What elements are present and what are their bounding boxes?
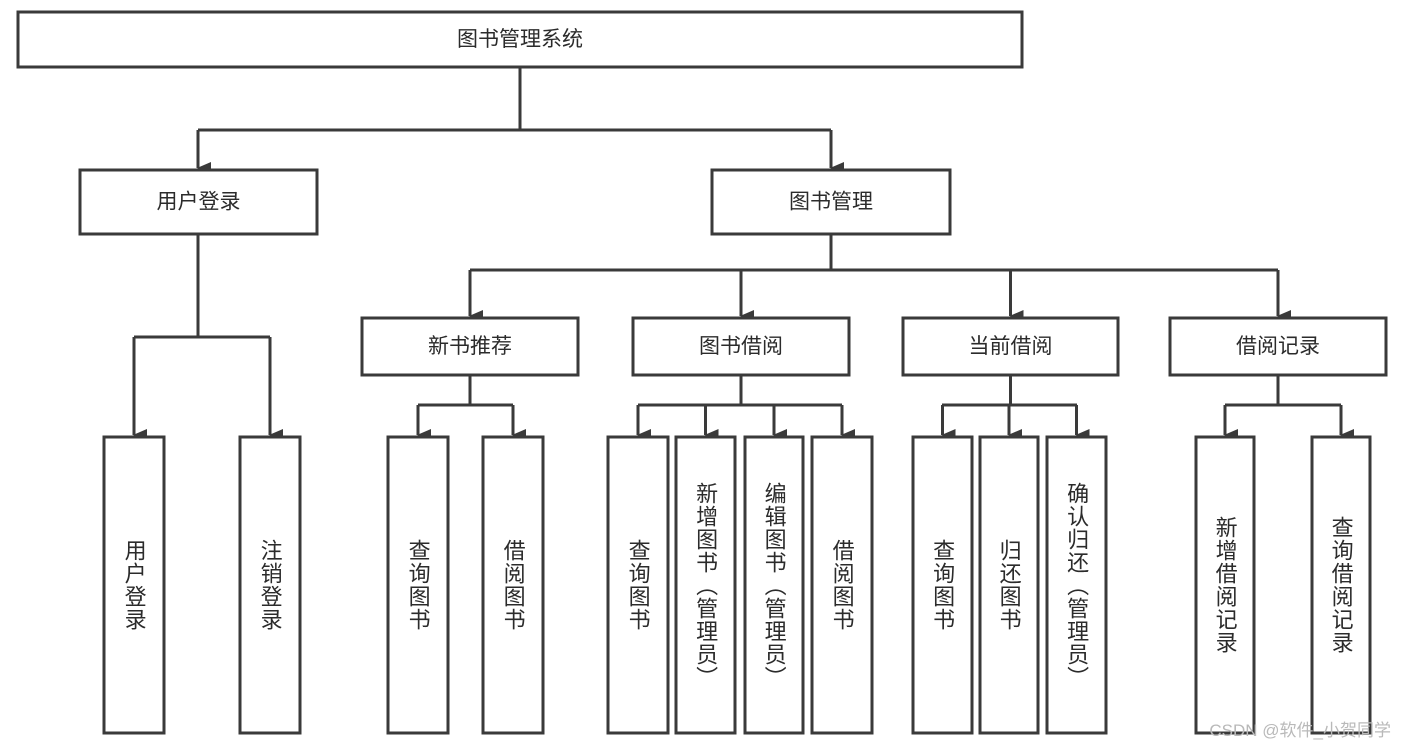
leaf-box-9[interactable] bbox=[978, 435, 1040, 735]
level2-label-3: 借阅记录 bbox=[1236, 335, 1320, 358]
node-boxes bbox=[16, 10, 1388, 735]
connector-edges bbox=[132, 67, 1354, 441]
level2-box-3[interactable] bbox=[1168, 316, 1388, 377]
root-label-0: 图书管理系统 bbox=[457, 28, 583, 51]
leaf-box-6[interactable] bbox=[743, 435, 805, 735]
leaf-box-5[interactable] bbox=[674, 435, 737, 735]
level1-box-0[interactable] bbox=[78, 168, 319, 236]
level2-label-2: 当前借阅 bbox=[969, 335, 1053, 358]
level1-box-1[interactable] bbox=[710, 168, 952, 236]
level2-box-2[interactable] bbox=[901, 316, 1120, 377]
leaf-box-7[interactable] bbox=[810, 435, 874, 735]
level1-label-1: 图书管理 bbox=[789, 191, 873, 214]
level2-label-0: 新书推荐 bbox=[428, 335, 512, 358]
leaf-box-10[interactable] bbox=[1045, 435, 1108, 735]
level2-label-1: 图书借阅 bbox=[699, 335, 783, 358]
leaf-box-2[interactable] bbox=[386, 435, 450, 735]
level2-box-0[interactable] bbox=[360, 316, 580, 377]
leaf-box-11[interactable] bbox=[1194, 435, 1256, 735]
leaf-box-4[interactable] bbox=[606, 435, 670, 735]
leaf-box-3[interactable] bbox=[481, 435, 545, 735]
leaf-box-1[interactable] bbox=[238, 435, 302, 735]
root-box-0[interactable] bbox=[16, 10, 1024, 69]
leaf-box-12[interactable] bbox=[1310, 435, 1372, 735]
level1-label-0: 用户登录 bbox=[157, 191, 241, 214]
leaf-box-0[interactable] bbox=[102, 435, 166, 735]
leaf-box-8[interactable] bbox=[911, 435, 974, 735]
level2-box-1[interactable] bbox=[631, 316, 851, 377]
